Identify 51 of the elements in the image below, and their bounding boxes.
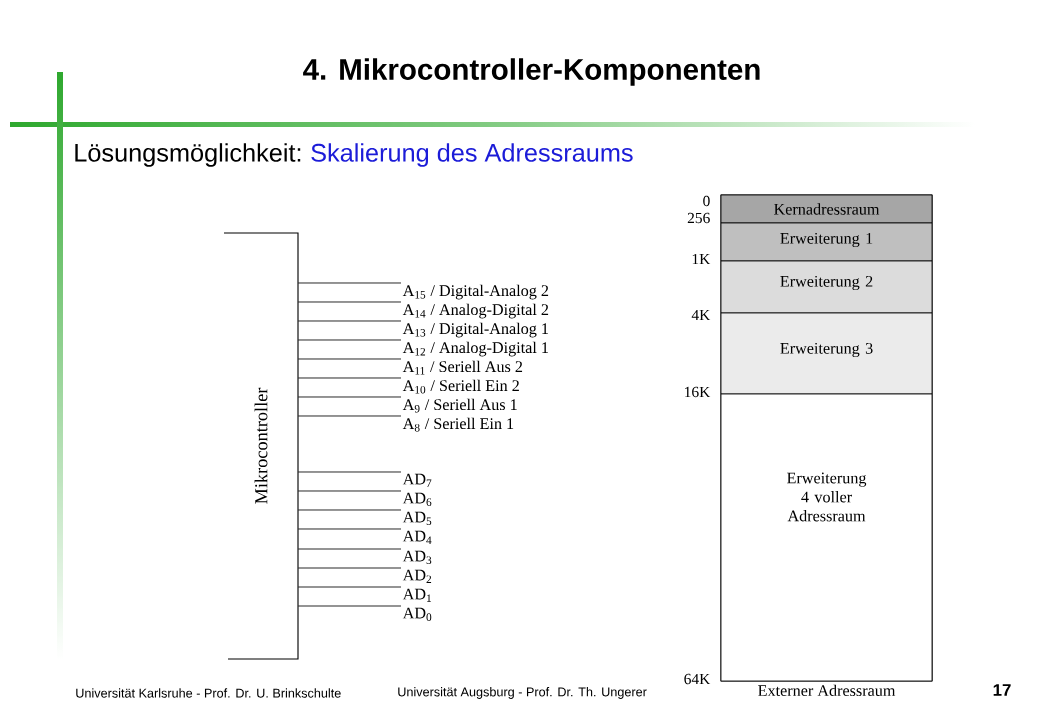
footer-text: Universität Karlsruhe - Prof. Dr. U. Brinkschulte: [76, 688, 341, 698]
address-label: 4K: [691, 309, 711, 321]
subtitle-text: Lösungsmöglichkeit:: [75, 143, 301, 167]
subtitle-highlight: Skalierung des Adressraums: [311, 143, 633, 167]
pin-label: A$_{13}$ / Digital-Analog 1: [402, 322, 548, 338]
address-label: 1K: [692, 253, 711, 265]
pin-line: [297, 548, 402, 550]
pin-label: A$_{9}$ / Seriell Aus 1: [402, 398, 517, 413]
memory-segment: Erweiterung 2: [720, 260, 933, 314]
pin-line: [297, 586, 402, 588]
memory-segment: Kernadressraum: [720, 194, 933, 224]
pin-label: AD$_{1}$: [402, 588, 431, 602]
address-label: 64K: [684, 673, 711, 685]
node-label: Externer Adressraum: [758, 684, 896, 697]
slide-title: 4. Mikrocontroller-Komponenten: [303, 58, 760, 86]
address-label: 0: [703, 195, 710, 207]
pin-label: A$_{15}$ / Digital-Analog 2: [402, 284, 549, 300]
pin-line: [297, 567, 402, 569]
pin-line: [297, 282, 402, 284]
pin-label: A$_{11}$ / Seriell Aus 2: [402, 360, 523, 375]
pin-line: [297, 528, 402, 530]
pin-line: [297, 509, 402, 511]
pin-line: [297, 358, 402, 360]
microcontroller-bracket: Mikrocontroller: [223, 232, 299, 660]
pin-label: A$_{8}$ / Seriell Ein 1: [402, 417, 514, 432]
pin-line: [297, 301, 402, 303]
pin-line: [297, 339, 402, 341]
pin-line: [297, 396, 402, 398]
memory-segment: Erweiterung 3: [720, 312, 933, 395]
pin-label: AD$_{4}$: [402, 530, 432, 544]
pin-line: [297, 377, 402, 379]
pin-label: A$_{12}$ / Analog-Digital 1: [402, 341, 548, 357]
pin-label: AD$_{2}$: [402, 569, 432, 583]
pin-label: A$_{10}$ / Seriell Ein 2: [402, 379, 519, 394]
page-number: 17: [993, 684, 1011, 696]
pin-label: A$_{14}$ / Analog-Digital 2: [402, 303, 549, 319]
memory-segment: Erweiterung 4 voller Adressraum: [720, 393, 933, 682]
footer-text: Universität Augsburg - Prof. Dr. Th. Ungerer: [398, 687, 647, 699]
memory-segment: Erweiterung 1: [720, 222, 933, 262]
pin-label: AD$_{0}$: [402, 607, 432, 621]
pin-label: AD$_{7}$: [402, 473, 432, 487]
address-label: 256: [687, 212, 710, 224]
address-label: 16K: [685, 386, 711, 398]
pin-line: [297, 490, 402, 492]
pin-line: [297, 471, 402, 473]
pin-line: [297, 605, 402, 607]
pin-line: [297, 415, 402, 417]
pin-label: AD$_{6}$: [402, 492, 432, 506]
pin-label: AD$_{3}$: [402, 550, 432, 564]
pin-label: AD$_{5}$: [402, 511, 432, 525]
pin-line: [297, 320, 402, 322]
